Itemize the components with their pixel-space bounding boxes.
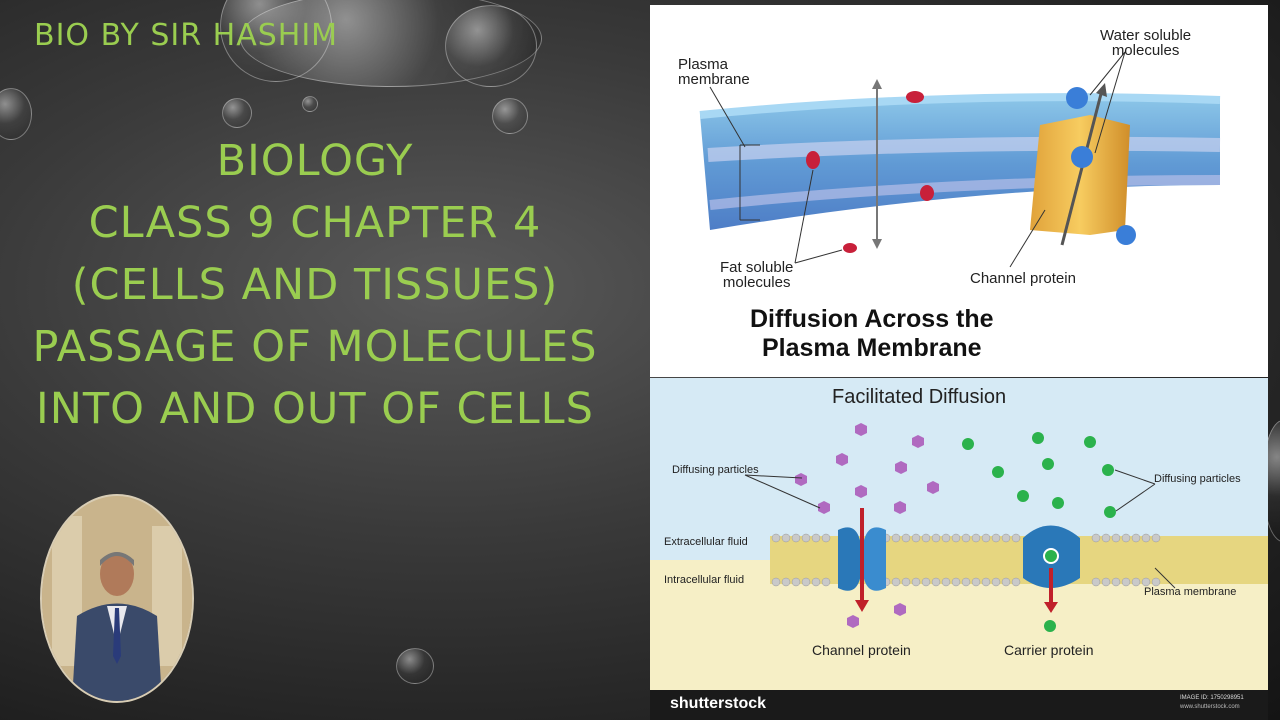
plasma-membrane-label: Plasma membrane <box>1144 586 1237 598</box>
fat-soluble-label: Fat soluble molecules <box>720 259 794 291</box>
image-id-text: IMAGE ID: 1750298951 <box>1180 695 1244 701</box>
water-soluble-label: Water soluble molecules <box>1100 27 1192 59</box>
intracellular-fluid-label: Intracellular fluid <box>664 574 745 586</box>
facilitated-diffusion-title: Facilitated Diffusion <box>832 386 1007 408</box>
channel-name: BIO BY SIR HASHIM <box>34 18 339 53</box>
facilitated-diffusion-diagram: Facilitated Diffusion Diffusing particle… <box>650 378 1268 690</box>
diagram-title: Diffusion Across the Plasma Membrane <box>750 305 994 362</box>
plasma-membrane-label: Plasma membrane <box>678 56 750 88</box>
diffusing-particles-left-label: Diffusing particles <box>672 464 759 476</box>
channel-protein-label: Channel protein <box>812 642 911 658</box>
water-drop-decoration <box>396 648 434 684</box>
site-url-text: www.shutterstock.com <box>1180 704 1240 710</box>
channel-protein-label: Channel protein <box>970 270 1076 287</box>
extracellular-fluid-label: Extracellular fluid <box>664 536 748 548</box>
watermark-bar: shutterstock IMAGE ID: 1750298951 www.sh… <box>650 690 1268 720</box>
title-line: CLASS 9 CHAPTER 4 <box>88 198 542 248</box>
slide-title: BIOLOGY CLASS 9 CHAPTER 4 (CELLS AND TIS… <box>0 130 630 440</box>
title-line: BIOLOGY <box>216 136 414 186</box>
title-line: (CELLS AND TISSUES) <box>71 260 559 310</box>
water-drop-decoration <box>222 98 252 128</box>
water-drop-decoration <box>445 5 537 87</box>
diffusing-particles-right-label: Diffusing particles <box>1154 473 1241 485</box>
water-drop-decoration <box>302 96 318 112</box>
shutterstock-logo: shutterstock <box>670 695 767 712</box>
title-line: PASSAGE OF MOLECULES <box>32 322 598 372</box>
water-drop-decoration <box>492 98 528 134</box>
diffusion-diagram: Plasma membrane Water soluble molecules … <box>650 5 1268 377</box>
carrier-protein-label: Carrier protein <box>1004 642 1094 658</box>
title-line: INTO AND OUT OF CELLS <box>36 384 594 434</box>
presenter-photo <box>40 494 194 703</box>
